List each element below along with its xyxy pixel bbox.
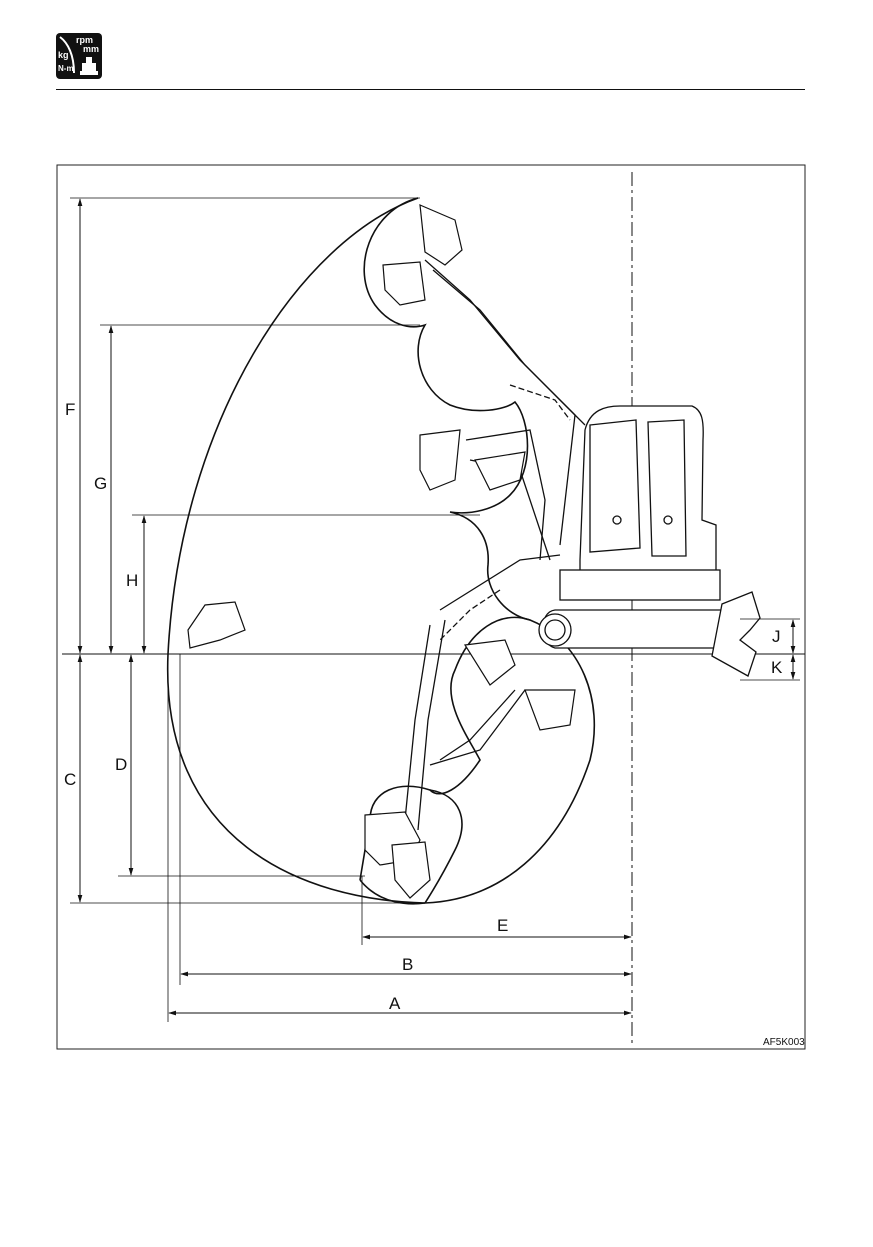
bucket-lower-mid [465,640,515,685]
figure-code: AF5K003 [763,1037,805,1048]
dim-label-F: F [65,400,75,419]
working-range-envelope [168,198,595,903]
excavator-illustration [539,406,760,676]
dim-label-D: D [115,755,127,774]
dim-label-A: A [389,994,401,1013]
dim-label-E: E [497,916,508,935]
bucket-mid-left [420,430,460,490]
upper-frame [560,570,720,600]
bucket-ground-reach [188,602,245,648]
dim-label-G: G [94,474,107,493]
dozer-blade [712,592,760,676]
dim-label-J: J [772,627,781,646]
bucket-top [420,205,462,265]
bucket-lower-right [525,690,575,730]
dim-label-K: K [771,658,783,677]
dim-label-B: B [402,955,413,974]
boom-arm-positions [405,260,585,830]
dim-label-C: C [64,770,76,789]
track-frame [543,610,741,648]
idler-wheel [539,614,571,646]
bucket-bottom-curl [392,842,430,898]
dimension-lines [80,199,793,1013]
bucket-upper-mid [383,262,425,305]
dim-label-H: H [126,571,138,590]
figure-frame [57,165,805,1049]
